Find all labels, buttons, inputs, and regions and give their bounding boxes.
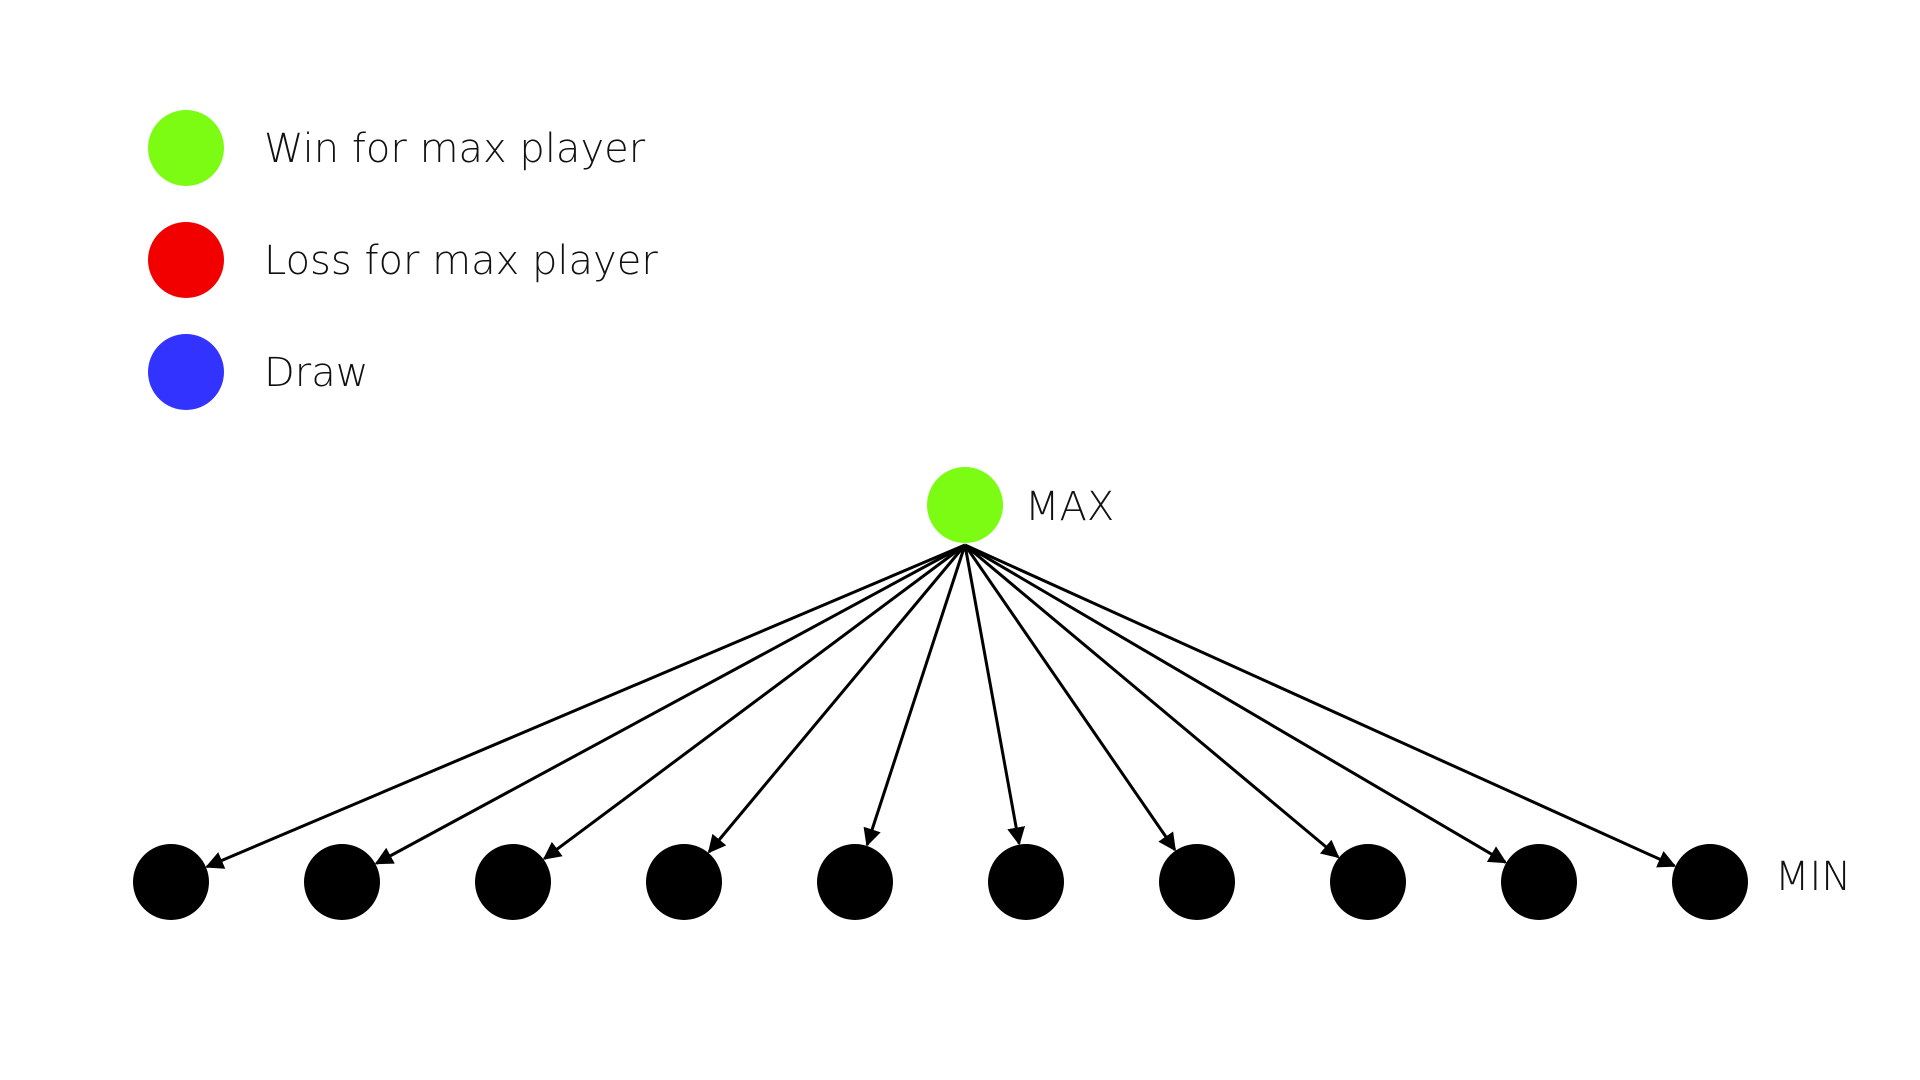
level-label-max: MAX: [1025, 484, 1114, 530]
min-node-6: [988, 844, 1064, 920]
min-node-8: [1330, 844, 1406, 920]
legend-swatch-draw: [148, 334, 224, 410]
legend: Win for max player Loss for max player D…: [148, 110, 658, 410]
edge-to-min-node-6: [963, 544, 1026, 846]
min-node-5: [817, 844, 893, 920]
min-node-9: [1501, 844, 1577, 920]
edge-to-min-node-9: [964, 543, 1507, 864]
edge-to-min-node-4: [707, 544, 967, 854]
min-node-10: [1672, 844, 1748, 920]
legend-swatch-win: [148, 110, 224, 186]
edge-to-min-node-7: [963, 544, 1177, 852]
root-node-group: MAX: [927, 467, 1114, 543]
edge-to-min-node-8: [964, 543, 1340, 859]
legend-item-win: Win for max player: [148, 110, 646, 186]
edge-to-min-node-10: [964, 543, 1677, 868]
legend-item-loss: Loss for max player: [148, 222, 658, 298]
min-level-nodes: [133, 844, 1748, 920]
min-node-4: [646, 844, 722, 920]
min-node-1: [133, 844, 209, 920]
min-node-7: [1159, 844, 1235, 920]
legend-swatch-loss: [148, 222, 224, 298]
level-label-min: MIN: [1775, 854, 1851, 900]
min-node-2: [304, 844, 380, 920]
edge-to-min-node-1: [205, 543, 966, 869]
legend-item-draw: Draw: [148, 334, 368, 410]
min-node-3: [475, 844, 551, 920]
root-node-max: [927, 467, 1003, 543]
legend-label-loss: Loss for max player: [264, 238, 658, 284]
edge-to-min-node-3: [542, 543, 966, 860]
edge-to-min-node-2: [374, 543, 966, 865]
tree-edges: [205, 543, 1677, 869]
edge-to-min-node-5: [863, 544, 967, 847]
legend-label-draw: Draw: [264, 350, 368, 396]
legend-label-win: Win for max player: [264, 126, 646, 172]
